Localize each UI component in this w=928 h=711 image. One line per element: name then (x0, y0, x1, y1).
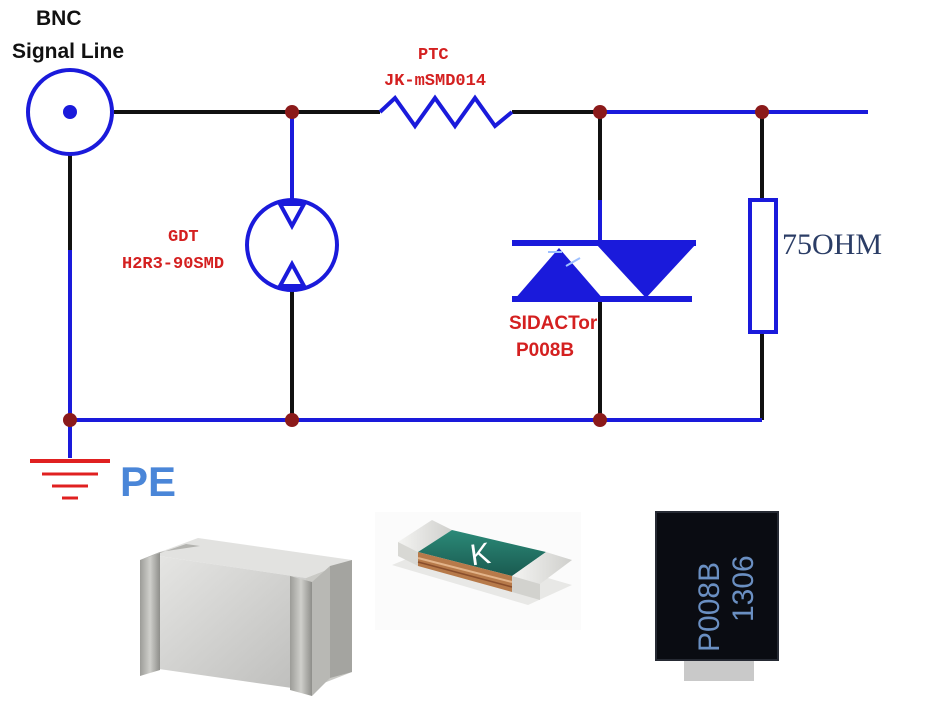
ptc-resistor-symbol (378, 94, 514, 130)
gdt-label-line2: H2R3-90SMD (122, 255, 224, 274)
resistor-75ohm-symbol (748, 198, 778, 334)
bnc-center-pin (63, 105, 77, 119)
junction-top-sidactor (593, 105, 607, 119)
bnc-connector-symbol (26, 68, 114, 156)
sidactor-label-line2: P008B (516, 340, 574, 361)
junction-bottom-sidactor (593, 413, 607, 427)
sidactor-label-line1: SIDACTor (509, 313, 598, 334)
ground-label: PE (120, 458, 176, 505)
gdt-package-photo (140, 538, 352, 696)
ptc-marking: K (468, 537, 492, 572)
sidactor-package-photo: P008B 1306 (655, 511, 779, 681)
bnc-label-line1: BNC (36, 7, 82, 30)
bnc-label-line2: Signal Line (12, 40, 124, 63)
gdt-label-line1: GDT (168, 228, 199, 247)
ptc-chip-photo: K (375, 512, 581, 630)
junction-dots (63, 105, 769, 427)
wires (68, 110, 868, 458)
ground-icon (30, 459, 110, 500)
sidactor-marking-line2: 1306 (727, 555, 760, 622)
ptc-label-line1: PTC (418, 46, 449, 65)
sidactor-symbol (512, 240, 696, 302)
junction-top-resistor (755, 105, 769, 119)
sidactor-marking-line1: P008B (693, 562, 726, 652)
junction-bottom-gdt (285, 413, 299, 427)
resistor-label: 75OHM (782, 228, 882, 261)
ptc-label-line2: JK-mSMD014 (384, 72, 486, 91)
junction-bottom-bnc (63, 413, 77, 427)
junction-top-gdt (285, 105, 299, 119)
gdt-symbol (245, 198, 339, 292)
